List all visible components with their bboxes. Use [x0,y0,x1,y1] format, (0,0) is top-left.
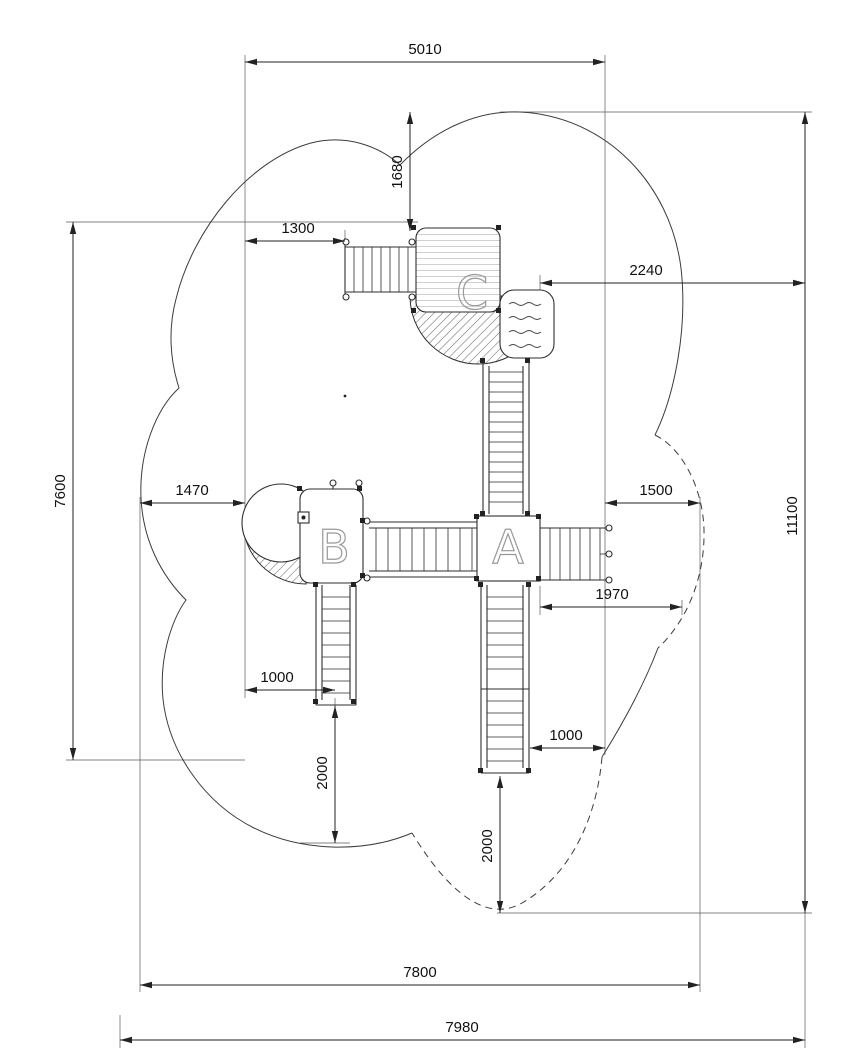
tower-marker-c: C [456,266,488,320]
dimension-1300: 1300 [245,220,345,245]
tower-letters: C B A [318,265,525,574]
dimension-2240: 2240 [540,262,805,287]
dimension-label: 1970 [595,586,628,603]
extension-lines [66,55,812,1048]
tower-b-deck [299,488,364,584]
dimension-1000: 1000 [530,727,605,752]
slide-right [480,585,530,774]
dimension-label: 7800 [403,964,436,981]
dimension-2000: 2000 [314,706,339,843]
dimension-1970: 1970 [540,586,682,611]
safety-zone-outline [140,111,684,848]
tower-marker-b: B [318,520,350,574]
dimension-label: 2000 [479,829,496,862]
dimension-label: 7600 [52,474,69,507]
dimension-label: 1300 [281,220,314,237]
dimension-1500: 1500 [605,482,700,507]
dimension-label: 7980 [445,1019,478,1036]
dimension-label: 1000 [260,669,293,686]
safety-zone-outline-dashed [411,434,705,910]
slide-left [315,585,357,706]
dimension-1000: 1000 [245,669,335,694]
dimension-label: 1500 [639,482,672,499]
dimension-label: 2240 [629,262,662,279]
bridge-middle [363,517,477,582]
dimensions: 5010 1680 1300 2240 7600 1470 1500 1970 1000 2000… [52,41,809,1044]
playground-structure [241,225,613,774]
bridge-ladder-top [342,238,416,301]
dimension-11100: 11100 [784,112,809,913]
tower-c-deck [415,227,501,313]
structure-posts [297,225,541,773]
dimension-label: 11100 [784,496,801,536]
ladder-right [540,524,613,584]
tower-b-posts [329,479,363,489]
climber-neck [482,362,530,518]
tag-b-dot [301,515,306,520]
dimension-7600: 7600 [52,222,77,760]
dimension-2000: 2000 [479,776,504,913]
dimension-label: 1470 [175,482,208,499]
dimension-label: 5010 [408,41,441,58]
dimension-1470: 1470 [140,482,245,507]
panel-wave-marks [508,302,542,348]
tower-marker-a: A [492,520,524,574]
dimension-1680: 1680 [389,112,414,231]
dimension-label: 2000 [314,756,331,789]
tower-c-panel [499,289,555,359]
tower-a-deck [476,515,541,582]
reference-dot [343,394,347,398]
dimension-7980: 7980 [120,1019,805,1044]
dimension-5010: 5010 [245,41,605,66]
dimension-label: 1000 [549,727,582,744]
dimension-7800: 7800 [140,964,700,989]
dimension-label: 1680 [389,155,406,188]
